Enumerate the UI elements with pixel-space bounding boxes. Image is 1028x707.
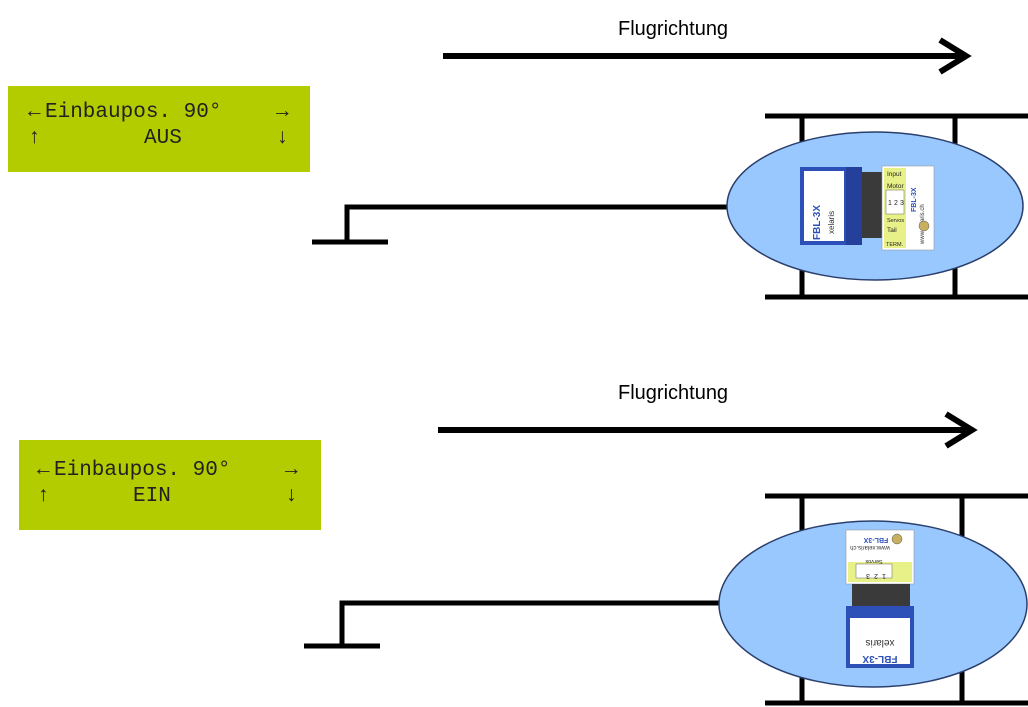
lcd-down-arrow-icon: ↓ bbox=[276, 127, 289, 150]
lcd-up-arrow-icon: ↑ bbox=[37, 485, 50, 508]
device-label-servos: Servos bbox=[865, 558, 882, 564]
device-label-3: 3 bbox=[900, 200, 904, 207]
device-model-small-text: FBL-3X bbox=[863, 536, 888, 543]
lcd-left-arrow-icon: ← bbox=[28, 101, 41, 124]
flight-direction-label: Flugrichtung bbox=[618, 382, 729, 404]
lcd-right-arrow-icon: → bbox=[285, 459, 298, 482]
device-label-term: TERM. bbox=[886, 242, 904, 248]
tail-boom bbox=[304, 600, 722, 649]
device-label-tail: Tail bbox=[887, 227, 897, 234]
device-model-small-text: FBL-3X bbox=[911, 187, 918, 212]
lcd-up-arrow-icon: ↑ bbox=[28, 127, 41, 150]
device-potentiometer-icon bbox=[918, 220, 930, 232]
device-label-2: 2 bbox=[894, 200, 898, 207]
flight-direction-arrow bbox=[438, 411, 978, 449]
panel-ein-aus-off: FBL-3X xelaris www.xelaris.ch FBL-3X Inp… bbox=[0, 0, 1028, 350]
helicopter-diagram: FBL-3X xelaris www.xelaris.ch FBL-3X Inp… bbox=[312, 37, 1028, 300]
fbl-3x-device: xelaris FBL-3X www.xelaris.ch FBL-3X Ser… bbox=[845, 529, 915, 668]
device-url-text: www.xelaris.ch bbox=[850, 544, 891, 550]
device-potentiometer-icon bbox=[891, 533, 903, 545]
fbl-3x-device: FBL-3X xelaris www.xelaris.ch FBL-3X Inp… bbox=[800, 165, 935, 251]
lcd-setting-value: AUS bbox=[144, 127, 182, 150]
device-brand-text: xelaris bbox=[866, 637, 895, 648]
device-label-input: Input bbox=[887, 171, 902, 178]
tail-boom bbox=[312, 204, 728, 245]
device-label-1: 1 bbox=[882, 572, 886, 579]
panel-ein-aus-on: xelaris FBL-3X www.xelaris.ch FBL-3X Ser… bbox=[0, 356, 1028, 706]
lcd-setting-name: Einbaupos. 90° bbox=[54, 459, 231, 482]
device-model-text: FBL-3X bbox=[862, 653, 897, 664]
lcd-setting-name: Einbaupos. 90° bbox=[45, 101, 222, 124]
device-label-motor: Motor bbox=[887, 183, 904, 190]
lcd-display: ← Einbaupos. 90° → ↑ EIN ↓ bbox=[19, 440, 321, 530]
lcd-display: ← Einbaupos. 90° → ↑ AUS ↓ bbox=[8, 86, 310, 172]
lcd-down-arrow-icon: ↓ bbox=[285, 485, 298, 508]
device-model-text: FBL-3X bbox=[812, 205, 823, 240]
device-label-3: 3 bbox=[866, 572, 870, 579]
lcd-left-arrow-icon: ← bbox=[37, 459, 50, 482]
lcd-right-arrow-icon: → bbox=[276, 101, 289, 124]
helicopter-diagram: xelaris FBL-3X www.xelaris.ch FBL-3X Ser… bbox=[304, 411, 1028, 706]
device-label-1: 1 bbox=[888, 200, 892, 207]
device-brand-text: xelaris bbox=[827, 211, 836, 234]
lcd-setting-value: EIN bbox=[133, 485, 171, 508]
device-label-servos: Servos bbox=[887, 218, 904, 224]
flight-direction-arrow bbox=[443, 37, 972, 75]
flight-direction-label: Flugrichtung bbox=[618, 18, 729, 40]
device-label-2: 2 bbox=[874, 572, 878, 579]
